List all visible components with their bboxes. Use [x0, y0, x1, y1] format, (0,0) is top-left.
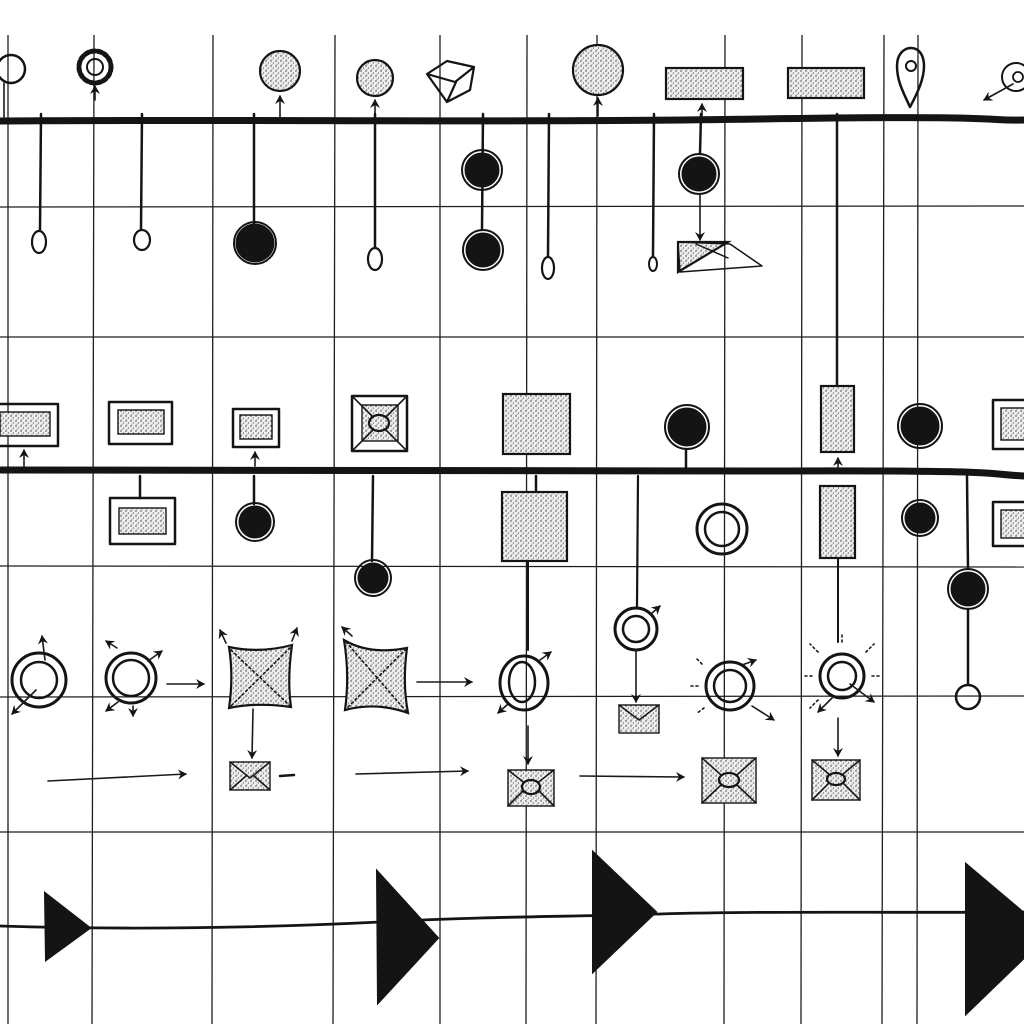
timeline-row-1: [0, 43, 1024, 387]
envelope-icon: [579, 757, 757, 804]
framed-box-icon: [991, 398, 1024, 451]
envelope-icon: [618, 704, 660, 734]
timeline-axis-1: [0, 114, 1024, 125]
solid-circle-icon: [233, 112, 277, 265]
double-ring-icon: [635, 474, 749, 608]
play-triangle-icon: [375, 868, 440, 1006]
framed-box-icon: [107, 400, 174, 446]
radiant-ring-icon: [801, 631, 883, 757]
envelope-icon: [811, 759, 861, 801]
solid-ring-icon: [947, 474, 989, 711]
play-row-4: [0, 849, 1024, 1017]
solid-ring-icon: [235, 474, 275, 542]
framed-box-icon: [991, 500, 1024, 548]
hollow-drop-icon: [30, 112, 48, 255]
stippled-square-icon: [500, 474, 569, 651]
ring-with-arrow-icon: [10, 635, 68, 715]
process-row-3: [10, 605, 883, 807]
play-triangle-icon: [965, 861, 1024, 1017]
ring-with-arrow-icon: [104, 640, 205, 717]
flow-arrow: [47, 769, 187, 782]
stippled-square-icon: [218, 627, 299, 759]
solid-ring-icon: [354, 474, 392, 597]
envelope-icon: [229, 761, 296, 791]
solid-ring-icon: [901, 499, 939, 537]
timeline-row-2: [0, 384, 1024, 711]
stippled-circle-icon: [258, 49, 302, 118]
framed-crossed-box-icon: [350, 394, 409, 453]
hollow-drop-icon: [132, 112, 152, 252]
hollow-drop-icon: [648, 112, 658, 272]
stippled-square-icon: [501, 392, 572, 456]
framed-box-icon: [0, 402, 60, 467]
stippled-tall-rectangle-icon: [818, 484, 857, 643]
location-pin-icon: [895, 46, 926, 109]
target-arrow-icon: [983, 62, 1024, 101]
timeline-axis-2: [0, 465, 1024, 480]
flow-arrow: [355, 766, 469, 777]
envelope-icon: [507, 769, 555, 807]
solid-ring-icon: [897, 403, 943, 449]
play-axis: [0, 910, 1024, 930]
play-triangle-icon: [592, 849, 658, 975]
cube-icon: [425, 59, 476, 104]
solid-circle-pair-icon: [461, 112, 504, 271]
stippled-square-icon: [341, 626, 473, 715]
ring-icon: [687, 657, 775, 721]
stippled-circle-icon: [355, 58, 395, 118]
hollow-drop-icon: [366, 112, 384, 272]
stippled-rectangle-icon: [786, 66, 866, 100]
stippled-rectangle-icon: [664, 66, 745, 117]
solid-circle-to-envelope-icon: [676, 112, 763, 274]
solid-ring-icon: [664, 404, 710, 472]
ring-icon: [497, 651, 552, 765]
gear-ring-icon: [76, 48, 114, 101]
stippled-tall-rectangle-icon: [819, 384, 856, 471]
hollow-drop-icon: [540, 112, 556, 281]
ring-icon: [613, 605, 661, 703]
framed-box-icon: [108, 474, 177, 546]
framed-box-icon: [231, 407, 281, 467]
stippled-circle-icon: [571, 43, 625, 117]
play-triangle-icon: [43, 890, 92, 962]
ring-icon: [0, 53, 27, 121]
